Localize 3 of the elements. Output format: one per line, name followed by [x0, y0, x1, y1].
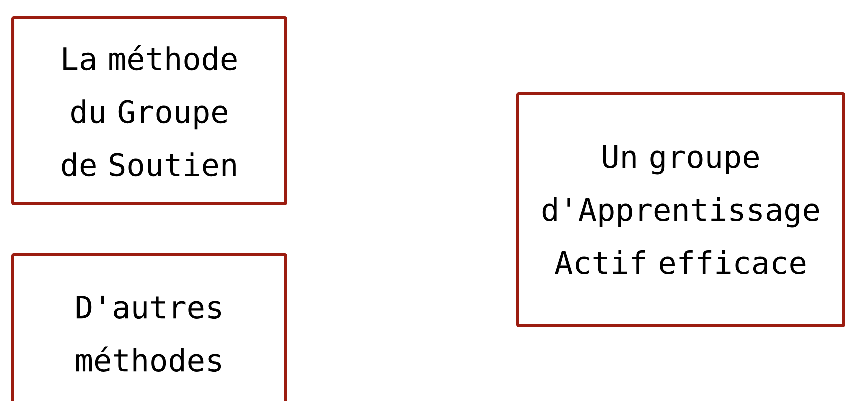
- text-box: D'autres méthodes: [12, 254, 288, 401]
- text-box: La méthode du Groupe de Soutien: [12, 16, 288, 206]
- text-box: Un groupe d'Apprentissage Actif efficace: [516, 92, 846, 328]
